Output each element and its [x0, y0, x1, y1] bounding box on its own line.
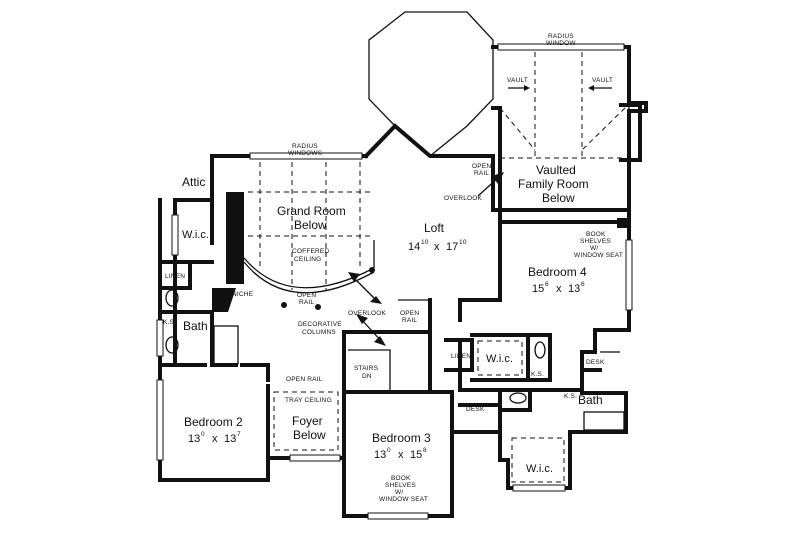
book-shelves-4-label-1: BOOK	[586, 231, 606, 238]
decorative-columns-label-1: DECORATIVE	[298, 321, 342, 328]
desk-mid-label: DESK	[466, 406, 485, 413]
open-rail-grand-label-2: RAIL	[299, 299, 314, 306]
bed2-dim-b: 13	[224, 433, 236, 445]
book-shelves-3-label-4: WINDOW SEAT	[379, 496, 428, 503]
attic-label: Attic	[182, 175, 205, 189]
radius-window-label-2: WINDOW	[546, 40, 576, 47]
vault-left-label: VAULT	[507, 77, 528, 84]
bed3-dim-a-sup: 0	[387, 447, 391, 454]
interior-walls	[158, 154, 620, 434]
wic-mid-label: W.i.c.	[486, 353, 513, 365]
loft-dim-b-sup: 10	[459, 239, 467, 246]
open-rail-top-label-1: OPEN	[472, 163, 491, 170]
grand-room-label-2: Below	[294, 218, 327, 232]
ks-left-label: K.S.	[163, 319, 176, 326]
book-shelves-3-label-1: BOOK	[391, 475, 411, 482]
open-rail-grand-label-1: OPEN	[297, 292, 316, 299]
bedroom-4-label: Bedroom 4	[528, 265, 587, 279]
bed3-dim-x: x	[398, 449, 404, 461]
room-labels: Attic W.i.c. LINEN K.S. Bath NICHE RADIU…	[163, 33, 623, 503]
ceiling-lines	[248, 52, 626, 483]
radius-windows-label-2: WINDOWS	[288, 150, 323, 157]
bedroom-2-label: Bedroom 2	[184, 415, 243, 429]
family-room-label-2: Family Room	[518, 177, 589, 191]
loft-dim-x: x	[434, 241, 440, 253]
open-rail-mid-label-1: OPEN	[400, 310, 419, 317]
niche-label: NICHE	[232, 291, 254, 298]
bed2-dim-a-sup: 0	[201, 431, 205, 438]
book-shelves-4-label-2: SHELVES	[580, 238, 611, 245]
radius-window-label-1: RADIUS	[548, 33, 574, 40]
coffered-label-2: CEILING	[294, 256, 321, 263]
foyer-label-2: Below	[293, 428, 326, 442]
overlook-arrows	[348, 85, 612, 346]
tray-ceiling-label: TRAY CEILING	[285, 397, 332, 404]
bed4-dim-b: 13	[568, 283, 580, 295]
loft-label: Loft	[424, 221, 445, 235]
bed2-dim-x: x	[212, 433, 218, 445]
book-shelves-3-label-2: SHELVES	[385, 482, 416, 489]
bed4-dim-x: x	[556, 283, 562, 295]
windows	[156, 43, 633, 520]
ks-right-label: K.S.	[564, 393, 577, 400]
radius-windows-label-1: RADIUS	[292, 143, 318, 150]
book-shelves-4-label-4: WINDOW SEAT	[574, 252, 623, 259]
linen-left-label: LINEN	[165, 273, 185, 280]
linen-mid-label: LINEN	[451, 353, 471, 360]
decorative-column-markers	[281, 267, 375, 310]
bedroom-3-label: Bedroom 3	[372, 431, 431, 445]
loft-dim-b: 17	[446, 241, 458, 253]
vault-right-label: VAULT	[592, 77, 613, 84]
bed4-dim-a-sup: 6	[545, 281, 549, 288]
bed3-dim-a: 13	[374, 449, 386, 461]
bed3-dim-b-sup: 8	[423, 447, 427, 454]
family-room-label-1: Vaulted	[536, 163, 576, 177]
stairs-label-1: STAIRS	[354, 365, 379, 372]
bed4-dim-a: 15	[532, 283, 544, 295]
fixtures	[165, 289, 625, 431]
family-room-label-3: Below	[542, 191, 575, 205]
bath-left-label: Bath	[183, 319, 208, 333]
loft-dim-a-sup: 10	[421, 239, 429, 246]
bed2-dim-a: 13	[188, 433, 200, 445]
stairs-label-2: DN	[362, 373, 372, 380]
decorative-columns-label-2: COLUMNS	[302, 329, 336, 336]
ks-mid-label: K.S.	[531, 371, 544, 378]
overlook-mid-label: OVERLOOK	[348, 310, 387, 317]
wic-left-label: W.i.c.	[182, 229, 209, 241]
desk-right-label: DESK	[586, 359, 605, 366]
open-rail-mid-label-2: RAIL	[402, 317, 417, 324]
coffered-label-1: COFFERED	[292, 248, 329, 255]
book-shelves-4-label-3: W/	[590, 245, 598, 252]
wic-bottom-label: W.i.c.	[526, 463, 553, 475]
grand-room-label-1: Grand Room	[277, 204, 346, 218]
bed4-dim-b-sup: 6	[581, 281, 585, 288]
bed2-dim-b-sup: 7	[237, 431, 241, 438]
bed3-dim-b: 15	[410, 449, 422, 461]
loft-dim-a: 14	[408, 241, 420, 253]
overlook-top-label: OVERLOOK	[444, 195, 483, 202]
book-shelves-3-label-3: W/	[395, 489, 403, 496]
foyer-label-1: Foyer	[292, 414, 323, 428]
bath-right-label: Bath	[578, 393, 603, 407]
open-rail-top-label-2: RAIL	[474, 170, 489, 177]
open-rail-bottom-label: OPEN RAIL	[286, 376, 323, 383]
